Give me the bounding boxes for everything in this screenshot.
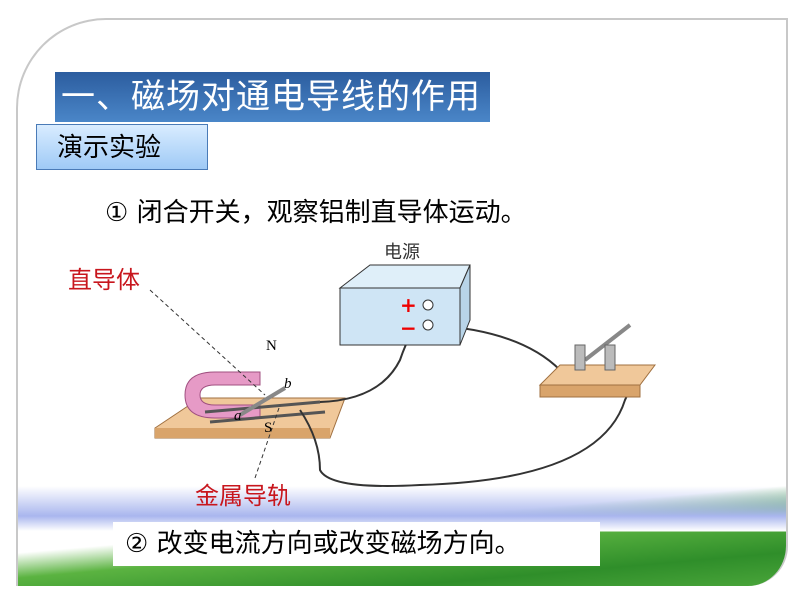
a-label: a (234, 408, 242, 424)
step-1-text: ① 闭合开关，观察铝制直导体运动。 (105, 198, 527, 228)
section-title: 一、磁场对通电导线的作用 (55, 72, 490, 122)
terminal-minus (422, 319, 434, 331)
rail-board-front (155, 428, 330, 438)
power-box (339, 287, 461, 346)
b-label: b (284, 376, 292, 392)
minus-label: − (400, 316, 417, 340)
conductor-rod (238, 386, 287, 417)
power-source-label: 电源 (384, 242, 420, 263)
pointer-conductor (149, 289, 266, 396)
south-label: S (264, 420, 272, 436)
switch-lever (583, 323, 632, 362)
metal-rails-label: 金属导轨 (195, 482, 291, 510)
plus-label: + (400, 293, 417, 317)
demo-label: 演示实验 (36, 124, 208, 170)
rail-b (209, 410, 326, 424)
rail-a (204, 400, 321, 414)
switch-post (574, 344, 586, 371)
step-2-text: ② 改变电流方向或改变磁场方向。 (113, 522, 600, 566)
switch-board (538, 364, 656, 386)
switch-post (604, 344, 616, 371)
pointer-rails (254, 404, 281, 479)
north-label: N (266, 338, 277, 354)
terminal-plus (422, 299, 434, 311)
power-top (338, 264, 471, 289)
switch-board-front (539, 384, 641, 398)
straight-conductor-label: 直导体 (68, 266, 140, 294)
wire-2 (299, 374, 631, 487)
